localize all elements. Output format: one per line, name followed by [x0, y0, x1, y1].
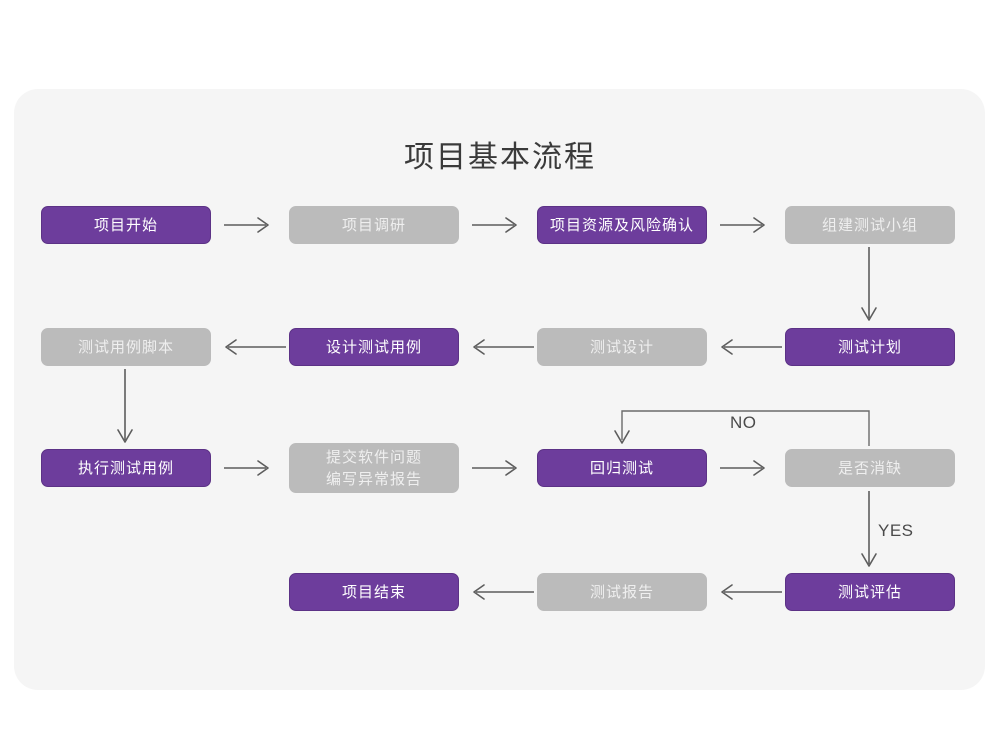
node-test-report[interactable]: 测试报告	[537, 573, 707, 611]
node-submit-issue-report[interactable]: 提交软件问题 编写异常报告	[289, 443, 459, 493]
edge-label-yes: YES	[878, 521, 914, 540]
node-regression-test[interactable]: 回归测试	[537, 449, 707, 487]
node-project-research[interactable]: 项目调研	[289, 206, 459, 244]
node-test-evaluation[interactable]: 测试评估	[785, 573, 955, 611]
node-project-end[interactable]: 项目结束	[289, 573, 459, 611]
node-execute-test-case[interactable]: 执行测试用例	[41, 449, 211, 487]
edge-label-no: NO	[730, 413, 757, 432]
node-defect-cleared[interactable]: 是否消缺	[785, 449, 955, 487]
node-design-test-case[interactable]: 设计测试用例	[289, 328, 459, 366]
node-project-start[interactable]: 项目开始	[41, 206, 211, 244]
node-test-plan[interactable]: 测试计划	[785, 328, 955, 366]
page-title: 项目基本流程	[404, 140, 596, 175]
node-test-design[interactable]: 测试设计	[537, 328, 707, 366]
node-form-test-team[interactable]: 组建测试小组	[785, 206, 955, 244]
node-resource-risk-confirm[interactable]: 项目资源及风险确认	[537, 206, 707, 244]
node-test-case-script[interactable]: 测试用例脚本	[41, 328, 211, 366]
